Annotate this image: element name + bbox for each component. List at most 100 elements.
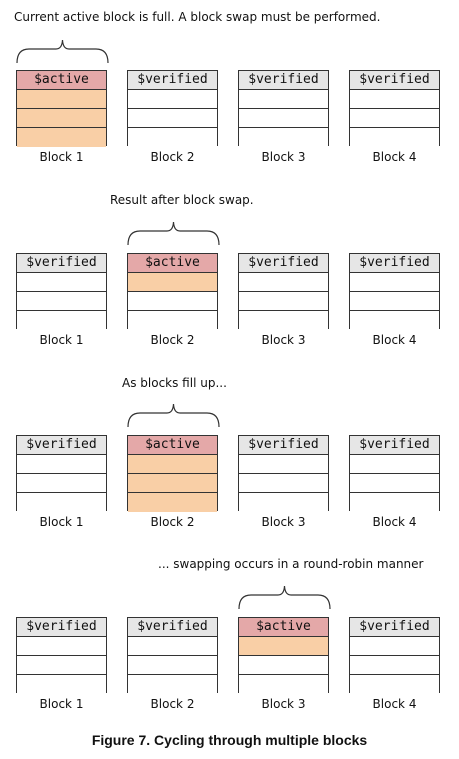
block-row — [350, 90, 439, 109]
panel-3-block-1: $verified — [16, 435, 107, 512]
block-header: $verified — [350, 436, 439, 455]
block-header: $active — [17, 71, 106, 90]
block-row — [128, 493, 217, 512]
panel-2-block-3: $verified — [238, 253, 329, 330]
block-row — [350, 675, 439, 694]
block-row — [350, 455, 439, 474]
block-header: $verified — [128, 71, 217, 90]
panel-4-block-1: $verified — [16, 617, 107, 694]
block-header: $verified — [239, 436, 328, 455]
block-row — [350, 311, 439, 330]
block-row — [128, 455, 217, 474]
block-row — [17, 656, 106, 675]
panel-4-block-4-label: Block 4 — [372, 697, 417, 711]
block-row — [350, 493, 439, 512]
panel-4-block-3: $active — [238, 617, 329, 694]
panel-1-block-3-label: Block 3 — [261, 150, 306, 164]
block-header: $active — [239, 618, 328, 637]
block-row — [17, 273, 106, 292]
panel-4-caption: ... swapping occurs in a round-robin man… — [158, 557, 424, 571]
block-row — [239, 656, 328, 675]
block-row — [17, 311, 106, 330]
panel-3-block-3-label: Block 3 — [261, 515, 306, 529]
panel-3-block-2: $active — [127, 435, 218, 512]
panel-3-block-3: $verified — [238, 435, 329, 512]
block-row — [350, 292, 439, 311]
block-row — [128, 273, 217, 292]
panel-3-block-4-label: Block 4 — [372, 515, 417, 529]
panel-1-block-1-label: Block 1 — [39, 150, 84, 164]
panel-2-block-3-label: Block 3 — [261, 333, 306, 347]
block-row — [350, 109, 439, 128]
block-row — [239, 311, 328, 330]
panel-1-block-3: $verified — [238, 70, 329, 147]
block-row — [17, 474, 106, 493]
block-row — [17, 637, 106, 656]
block-row — [239, 493, 328, 512]
panel-2-caption: Result after block swap. — [110, 193, 254, 207]
panel-4-block-4: $verified — [349, 617, 440, 694]
block-row — [128, 311, 217, 330]
panel-1-block-1: $active — [16, 70, 107, 147]
panel-4-block-2: $verified — [127, 617, 218, 694]
block-header: $verified — [350, 254, 439, 273]
panel-2-block-1-label: Block 1 — [39, 333, 84, 347]
block-row — [239, 474, 328, 493]
block-row — [128, 637, 217, 656]
block-row — [350, 128, 439, 147]
panel-2-block-2-label: Block 2 — [150, 333, 195, 347]
block-row — [128, 128, 217, 147]
block-row — [17, 675, 106, 694]
block-header: $active — [128, 436, 217, 455]
block-row — [128, 109, 217, 128]
panel-4-brace — [238, 585, 331, 610]
block-row — [128, 474, 217, 493]
block-row — [239, 109, 328, 128]
block-header: $active — [128, 254, 217, 273]
panel-1-caption: Current active block is full. A block sw… — [14, 10, 381, 24]
block-row — [17, 90, 106, 109]
panel-3-brace — [127, 403, 220, 428]
block-row — [17, 455, 106, 474]
panel-3-block-2-label: Block 2 — [150, 515, 195, 529]
block-row — [17, 292, 106, 311]
panel-3-caption: As blocks fill up... — [122, 376, 227, 390]
panel-2-block-2: $active — [127, 253, 218, 330]
panel-1-block-4: $verified — [349, 70, 440, 147]
panel-3-block-1-label: Block 1 — [39, 515, 84, 529]
panel-2-block-4-label: Block 4 — [372, 333, 417, 347]
block-header: $verified — [17, 254, 106, 273]
block-row — [350, 637, 439, 656]
block-header: $verified — [239, 254, 328, 273]
panel-4-block-3-label: Block 3 — [261, 697, 306, 711]
block-row — [239, 292, 328, 311]
block-header: $verified — [128, 618, 217, 637]
panel-1-block-2-label: Block 2 — [150, 150, 195, 164]
block-row — [239, 273, 328, 292]
panel-2-block-1: $verified — [16, 253, 107, 330]
panel-2-brace — [127, 221, 220, 246]
panel-1-block-4-label: Block 4 — [372, 150, 417, 164]
block-row — [239, 637, 328, 656]
block-row — [239, 455, 328, 474]
block-row — [17, 493, 106, 512]
block-row — [239, 128, 328, 147]
panel-1-brace — [16, 39, 109, 64]
block-row — [239, 90, 328, 109]
block-row — [350, 273, 439, 292]
block-header: $verified — [17, 618, 106, 637]
block-row — [350, 474, 439, 493]
panel-4-block-2-label: Block 2 — [150, 697, 195, 711]
panel-1-block-2: $verified — [127, 70, 218, 147]
panel-3-block-4: $verified — [349, 435, 440, 512]
block-row — [128, 675, 217, 694]
block-row — [128, 656, 217, 675]
block-header: $verified — [350, 618, 439, 637]
block-row — [128, 292, 217, 311]
panel-4-block-1-label: Block 1 — [39, 697, 84, 711]
block-row — [350, 656, 439, 675]
panel-2-block-4: $verified — [349, 253, 440, 330]
figure-caption: Figure 7. Cycling through multiple block… — [91, 732, 368, 748]
block-header: $verified — [239, 71, 328, 90]
block-header: $verified — [17, 436, 106, 455]
